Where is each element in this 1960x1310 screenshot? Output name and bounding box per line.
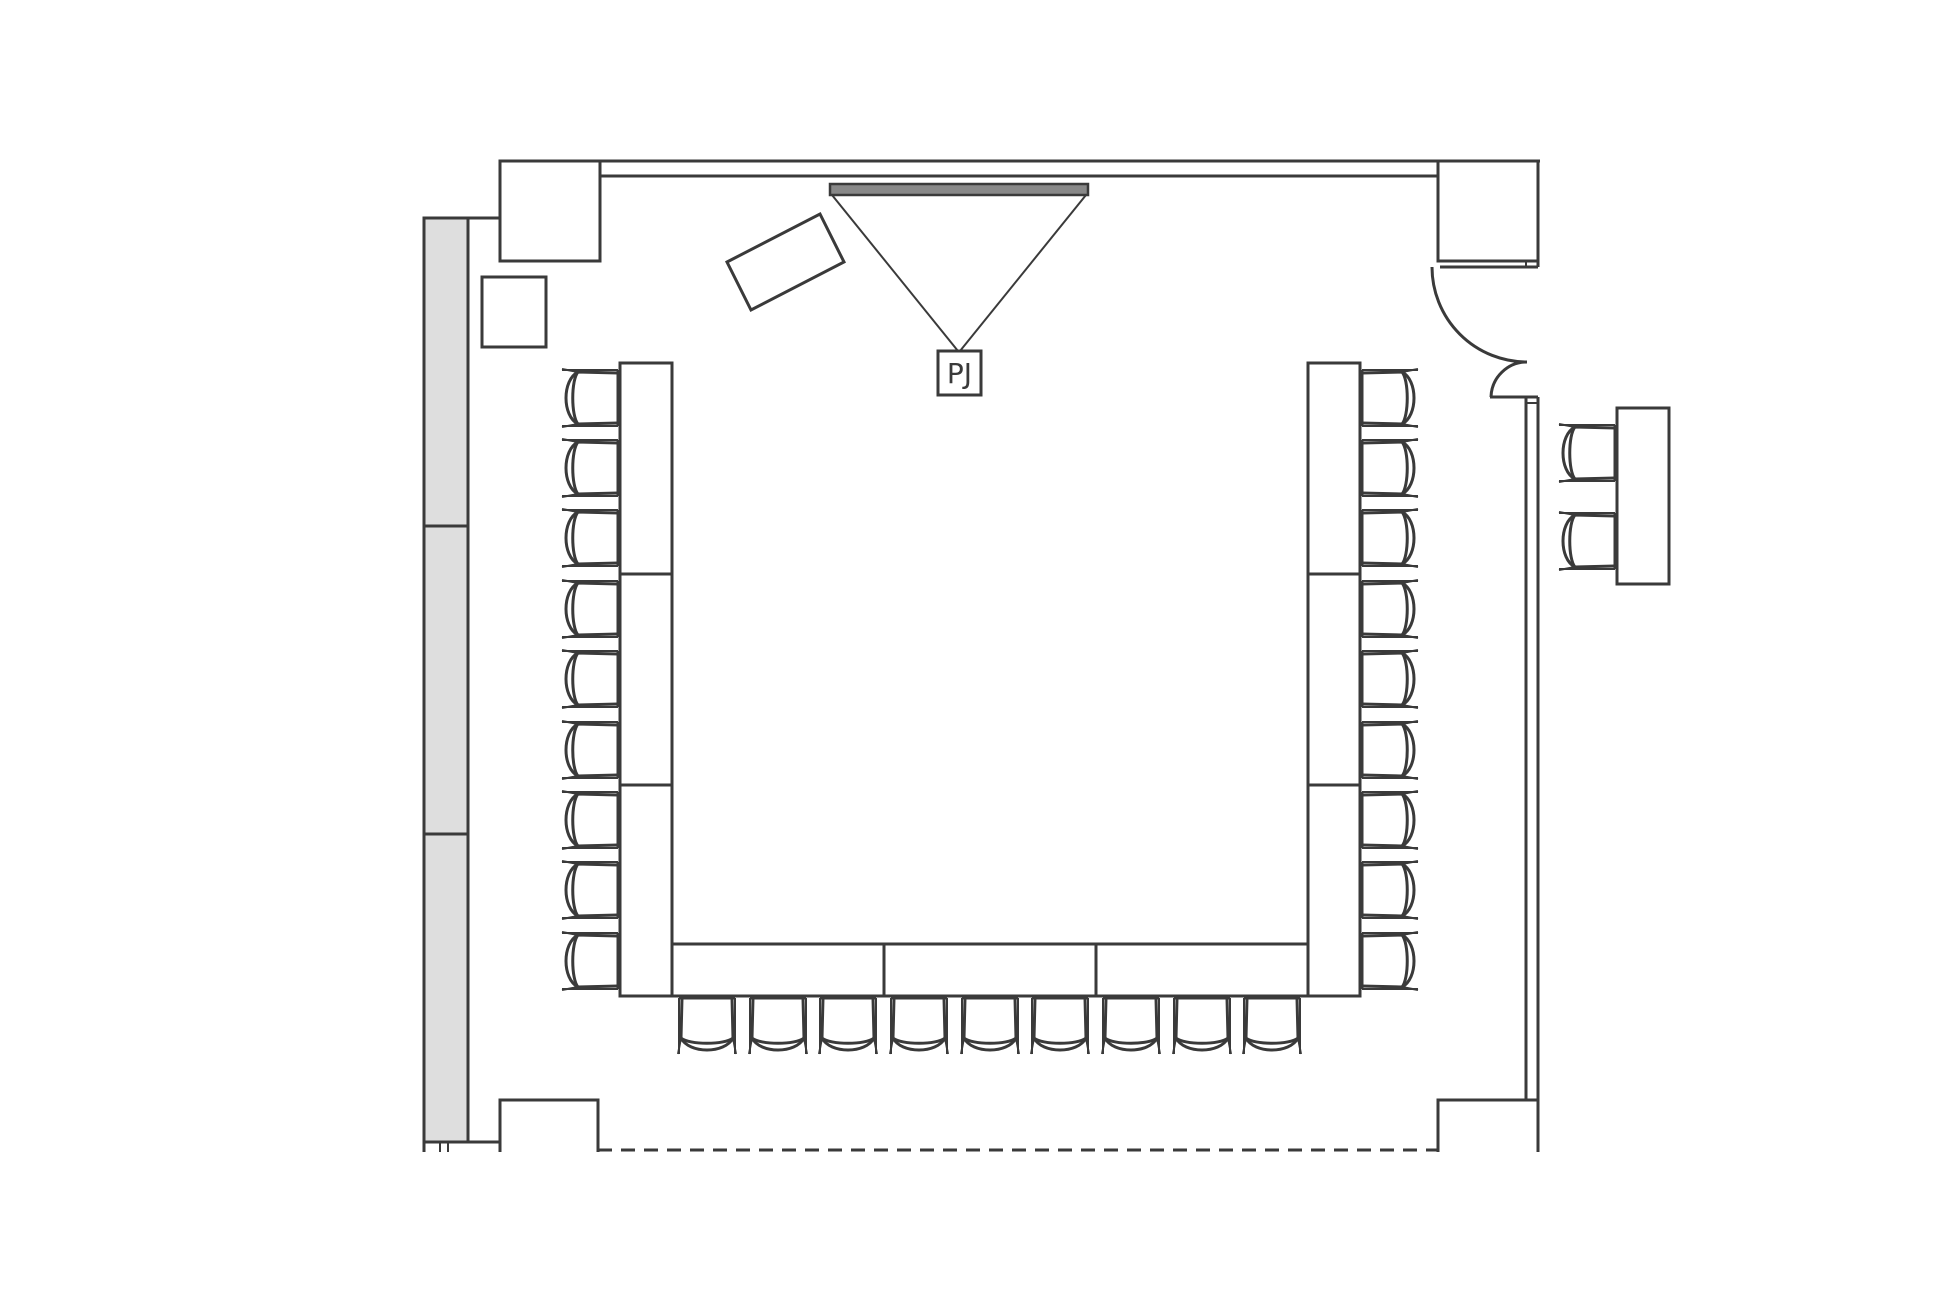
table [618,783,674,998]
tables-right [1306,361,1362,998]
chair [1360,367,1420,429]
chairs-right [1360,367,1420,992]
projector-label: PJ [947,357,972,390]
chair [1360,859,1420,921]
side-table [1615,406,1671,586]
tables-bottom [670,942,1310,998]
chairs-bottom [676,996,1303,1056]
column-top-left [498,159,602,263]
chair [560,719,620,781]
chair [1360,789,1420,851]
projection-beam [831,194,1087,352]
chair [560,859,620,921]
table [1094,942,1310,998]
chair [1360,719,1420,781]
chair [560,507,620,569]
lectern [724,211,847,313]
chair [1360,437,1420,499]
table [1306,783,1362,998]
chair [1360,648,1420,710]
chair [1360,578,1420,640]
chair [1171,996,1233,1056]
table [1306,572,1362,787]
chair [676,996,738,1056]
cabinet [480,275,548,349]
table [882,942,1098,998]
chair [560,437,620,499]
chair [1557,510,1617,572]
table [670,942,886,998]
chairs-side-table [1557,422,1617,572]
chair [1360,930,1420,992]
chair [1100,996,1162,1056]
top-wall [500,159,1540,178]
chair [560,648,620,710]
bottom-wall [498,1098,1538,1152]
chair [560,578,620,640]
projector-box [936,349,983,397]
chair [1557,422,1617,484]
column-top-right [1436,159,1540,263]
partition-wall [422,216,502,1152]
chair [1360,507,1420,569]
tables-left [618,361,674,998]
projection-screen [828,182,1090,197]
chair [959,996,1021,1056]
chair [560,367,620,429]
chair [560,789,620,851]
chair [1029,996,1091,1056]
chair [817,996,879,1056]
table [618,572,674,787]
projector: PJ [936,349,983,397]
chair [1241,996,1303,1056]
right-wall [1440,161,1540,1152]
table [618,361,674,576]
table [1306,361,1362,576]
door-swing [1430,266,1528,398]
chairs-left [560,367,620,992]
chair [560,930,620,992]
chair [747,996,809,1056]
chair [888,996,950,1056]
